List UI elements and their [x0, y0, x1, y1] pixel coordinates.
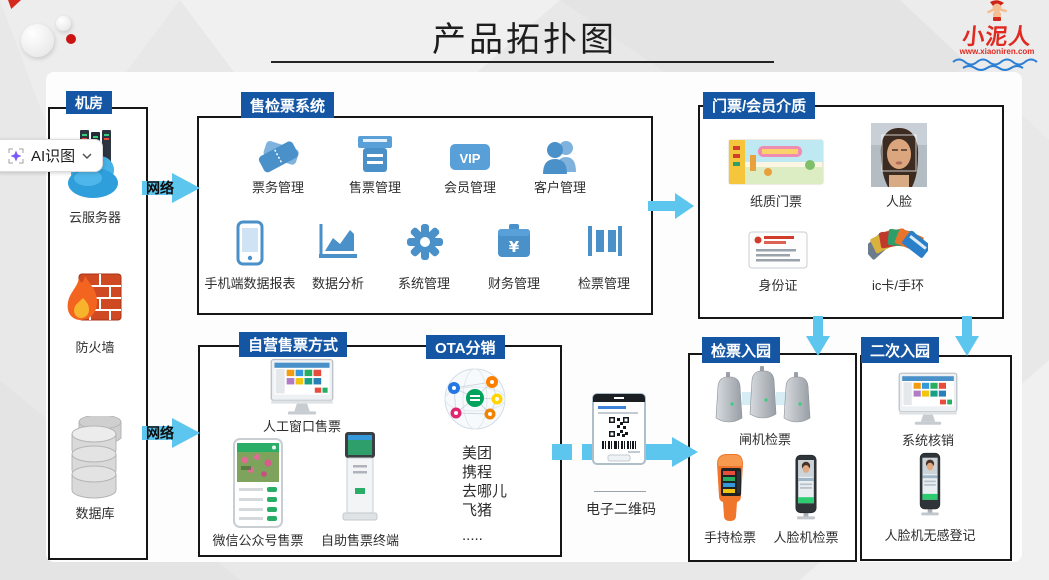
member-mgmt-label: 会员管理 [443, 180, 497, 195]
ai-sparkle-icon [8, 148, 24, 163]
handheld-check-label: 手持检票 [703, 530, 757, 545]
right-arrow-icon [142, 418, 200, 448]
check-mgmt-label: 检票管理 [577, 276, 631, 291]
gate-check-label: 闸机检票 [738, 432, 792, 447]
red-flag-decoration [8, 0, 21, 9]
id-card-image [748, 231, 808, 269]
face-label: 人脸 [885, 194, 913, 209]
face-check-label: 人脸机检票 [773, 530, 839, 545]
decor-circle-small [56, 16, 71, 31]
brand-logo: 小泥人 www.xiaoniren.com [946, 0, 1048, 78]
wechat-phone-icon [233, 438, 283, 528]
finance-mgmt-label: 财务管理 [487, 276, 541, 291]
network-label: 网络 [146, 425, 174, 441]
ota-partner-more: ..... [462, 527, 483, 544]
analytics-chart-icon [316, 222, 360, 262]
customers-icon [538, 138, 582, 174]
brand-name: 小泥人 [961, 24, 1033, 49]
right-arrow-icon [648, 192, 694, 220]
finance-purse-icon: ¥ [495, 222, 533, 260]
paper-ticket-image [728, 139, 824, 185]
eticket-label: 电子二维码 [586, 501, 656, 517]
ota-partner: 去哪儿 [462, 483, 508, 500]
ticket-icon [255, 136, 301, 176]
database-icon [65, 414, 125, 500]
self-sales-header: 自营售票方式 [239, 332, 348, 357]
face-photo-image [871, 123, 927, 187]
ota-header: OTA分销 [426, 335, 505, 359]
gear-icon [404, 221, 446, 263]
re-entry-header: 二次入园 [861, 337, 940, 363]
window-sales-label: 人工窗口售票 [262, 419, 342, 434]
ai-image-recognition-button[interactable]: AI识图 [0, 139, 104, 172]
database-label: 数据库 [75, 506, 115, 521]
mobile-report-icon [236, 220, 264, 266]
decor-red-dot [66, 34, 76, 44]
gates-bars-icon [586, 222, 624, 260]
chevron-down-icon[interactable] [82, 152, 92, 159]
system-verify-label: 系统核销 [901, 433, 955, 448]
firewall-icon [67, 262, 123, 328]
data-analysis-label: 数据分析 [311, 276, 365, 291]
wave-decoration [952, 58, 1038, 71]
down-arrow-icon [806, 316, 830, 356]
network-arrow-bottom: 网络 [142, 416, 200, 450]
ota-partner: 携程 [462, 464, 493, 481]
decor-circle-large [21, 24, 54, 57]
mascot-icon [987, 0, 1007, 21]
system-mgmt-label: 系统管理 [397, 276, 451, 291]
wechat-sales-label: 微信公众号售票 [212, 533, 304, 548]
media-box [698, 105, 1004, 319]
turnstile-gates-icon [712, 366, 818, 426]
down-arrow-icon [955, 316, 979, 356]
ic-cards-image [863, 226, 931, 270]
firewall-label: 防火墙 [75, 340, 115, 355]
kiosk-sales-label: 自助售票终端 [320, 533, 400, 548]
brand-url: www.xiaoniren.com [959, 47, 1035, 56]
ic-cards-label: ic卡/手环 [871, 278, 925, 293]
network-label: 网络 [146, 180, 174, 196]
face-terminal-icon [915, 452, 945, 516]
machine-room-header: 机房 [66, 91, 112, 114]
pos-monitor-icon [270, 358, 334, 416]
id-card-label: 身份证 [758, 278, 798, 293]
customer-mgmt-label: 客户管理 [533, 180, 587, 195]
vip-badge-icon: VIP [448, 142, 492, 172]
cloud-server-label: 云服务器 [68, 210, 122, 225]
eticket-divider [594, 491, 646, 492]
yuan-symbol: ¥ [509, 238, 520, 256]
kiosk-icon [341, 430, 379, 526]
ticketing-system-header: 售检票系统 [241, 92, 335, 118]
ticket-mgmt-label: 票务管理 [251, 180, 305, 195]
vip-badge-text: VIP [460, 151, 481, 166]
title-underline [271, 61, 774, 63]
page-title: 产品拓扑图 [432, 21, 617, 59]
media-header: 门票/会员介质 [703, 92, 816, 119]
ota-network-globe-icon [440, 366, 510, 432]
verify-monitor-icon [898, 372, 958, 426]
paper-ticket-label: 纸质门票 [749, 194, 803, 209]
qr-phone-icon [592, 393, 646, 465]
ota-partner: 美团 [462, 445, 493, 462]
ticket-printer-icon [353, 134, 397, 176]
handheld-scanner-icon [709, 452, 751, 522]
sales-mgmt-label: 售票管理 [348, 180, 402, 195]
ota-partner-list: 美团 携程 去哪儿 飞猪 ..... [462, 444, 507, 545]
gate-entry-header: 检票入园 [702, 337, 781, 363]
ota-partner: 飞猪 [462, 502, 493, 519]
right-arrow-icon [142, 173, 200, 203]
face-terminal-icon [789, 454, 823, 520]
ai-button-label: AI识图 [31, 148, 76, 165]
mobile-report-label: 手机端数据报表 [204, 276, 296, 291]
network-arrow-top: 网络 [142, 171, 200, 205]
face-register-label: 人脸机无感登记 [884, 528, 976, 543]
